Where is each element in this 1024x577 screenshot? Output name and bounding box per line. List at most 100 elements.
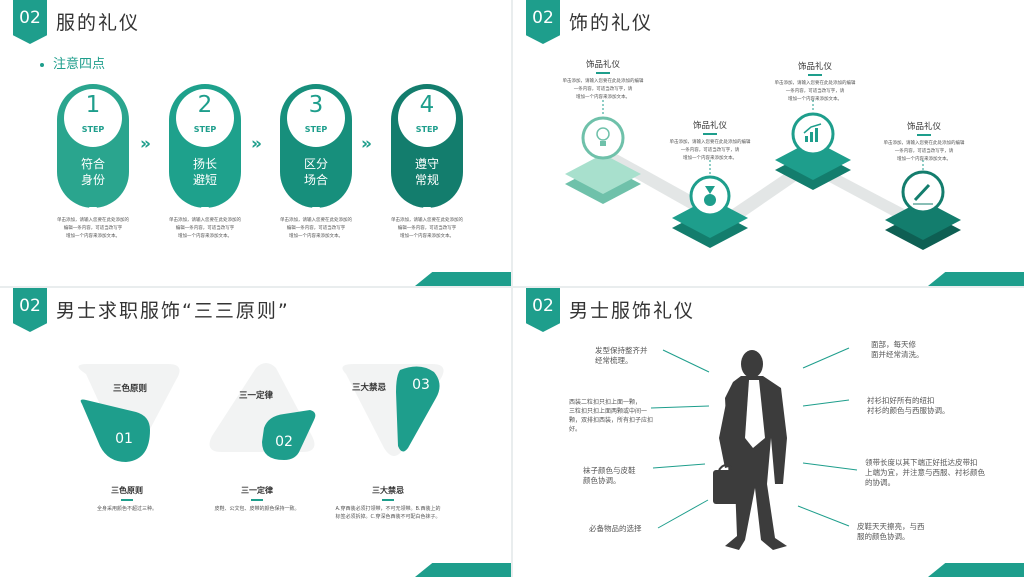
step-text: 符合身份	[80, 157, 105, 187]
arrow-down-icon	[312, 207, 320, 215]
body-silhouette	[725, 376, 787, 550]
card-title: 饰品礼仪	[797, 62, 832, 72]
triangle-caption: 三色原则	[112, 384, 147, 394]
platform-top	[885, 200, 961, 240]
step-card-4: 4 STEP 遵守常规	[391, 84, 463, 215]
accessory-card-4: 饰品礼仪 单击添加，请输入您要在此处添加的编辑一条内容，可适当改写字，请增加一个…	[882, 120, 966, 164]
triangle-shape	[78, 364, 180, 456]
rule-block-3: 三大禁忌 A.穿西装必须打领带，不可无领带。B.西装上的 标签必须拆掉。C.穿深…	[326, 485, 450, 521]
tip-socks: 袜子颜色与皮鞋颜色协调。	[583, 466, 636, 485]
rule-desc: 全身采用颜色不超过三种。	[96, 505, 157, 512]
tip-shirt: 衬衫扣好所有的纽扣衬衫的颜色与西服协调。	[867, 396, 950, 415]
subtitle-text: 注意四点	[53, 57, 106, 72]
triangle-number: 01	[115, 431, 133, 447]
card-title: 饰品礼仪	[906, 122, 941, 132]
subtitle: 注意四点	[40, 53, 105, 72]
arrow-down-icon	[89, 207, 97, 215]
chevron-right-icon: »	[140, 134, 151, 154]
rule-block-1: 三色原则 全身采用颜色不超过三种。	[72, 485, 182, 513]
pencil-icon	[913, 183, 931, 202]
step-description: 单击添加，请输入您要在此处添加的编辑一条内容，可适当改写字增加一个内容来添加文本…	[169, 218, 241, 239]
step-card-1: 1 STEP 符合身份	[57, 84, 129, 215]
step-description: 单击添加，请输入您要在此处添加的编辑一条内容，可适当改写字增加一个内容来添加文本…	[57, 218, 129, 239]
triangle-number: 02	[275, 434, 293, 450]
step-card-2: 2 STEP 扬长避短	[169, 84, 241, 215]
slide-mens-dress-etiquette[interactable]: 02 男士服饰礼仪 发型保持整齐并经常梳理。 西装二粒扣只扣上面一颗，三粒扣只扣…	[513, 288, 1024, 577]
tip-shoes: 皮鞋天天擦亮，与西服的颜色协调。	[857, 522, 925, 541]
platform-top	[775, 140, 851, 180]
step-text: 区分场合	[303, 157, 328, 187]
slide-title: 服的礼仪	[56, 12, 141, 34]
triangle-number: 03	[412, 377, 430, 393]
card-desc: 单击添加，请输入您要在此处添加的编辑一条内容，可适当改写字，请增加一个内容来添加…	[774, 80, 856, 102]
slide-accessory-etiquette[interactable]: 02 饰的礼仪	[513, 0, 1024, 286]
step-label: STEP	[193, 125, 217, 134]
arm	[719, 398, 735, 468]
chevron-right-icon: »	[251, 134, 262, 154]
shirt	[745, 380, 765, 448]
card-desc: 单击添加，请输入您要在此处添加的编辑一条内容，可适当改写字，请增加一个内容来添加…	[562, 78, 644, 100]
slide-title: 饰的礼仪	[569, 12, 654, 34]
accessory-card-2: 饰品礼仪 单击添加，请输入您要在此处添加的编辑一条内容，可适当改写字，请增加一个…	[668, 119, 752, 163]
corner-accent	[928, 272, 1024, 286]
accessory-card-1: 饰品礼仪 单击添加，请输入您要在此处添加的编辑一条内容，可适当改写字，请增加一个…	[561, 58, 645, 102]
briefcase-icon	[713, 470, 739, 504]
corner-accent	[928, 563, 1024, 577]
teardrop-01	[80, 399, 150, 462]
arrow-down-icon	[423, 207, 431, 215]
rule-heading: 三色原则	[111, 486, 143, 495]
isometric-path-diagram	[565, 100, 961, 250]
rounded-triangles	[78, 363, 444, 462]
triangle-caption: 三大禁忌	[351, 383, 386, 393]
step-label: STEP	[415, 125, 439, 134]
platform-top	[565, 154, 641, 194]
step-circle	[176, 89, 234, 147]
teardrop-02	[262, 410, 316, 460]
step-number: 4	[419, 92, 435, 118]
section-badge: 02	[526, 0, 560, 44]
step-number: 3	[308, 92, 324, 118]
chart-icon	[805, 136, 808, 142]
rule-block-2: 三一定律 皮鞋、公文包、皮带的颜色保持一致。	[202, 485, 312, 513]
step-circle	[64, 89, 122, 147]
rule-desc: 皮鞋、公文包、皮带的颜色保持一致。	[214, 505, 300, 512]
chevron-right-icon: »	[361, 134, 372, 154]
card-desc: 单击添加，请输入您要在此处添加的编辑一条内容，可适当改写字，请增加一个内容来添加…	[883, 140, 965, 162]
slide-title: 男士求职服饰“三三原则”	[56, 300, 290, 322]
step-description: 单击添加，请输入您要在此处添加的编辑一条内容，可适当改写字增加一个内容来添加文本…	[280, 218, 352, 239]
step-text: 扬长避短	[192, 157, 217, 187]
step-label: STEP	[81, 125, 105, 134]
tip-hair: 发型保持整齐并经常梳理。	[595, 346, 648, 365]
card-title: 饰品礼仪	[585, 60, 620, 70]
lightbulb-icon	[596, 127, 610, 141]
triangle-caption: 三一定律	[238, 391, 273, 401]
step-description: 单击添加，请输入您要在此处添加的编辑一条内容，可适当改写字增加一个内容来添加文本…	[391, 218, 463, 239]
tip-suit-buttons: 西装二粒扣只扣上面一颗，三粒扣只扣上面两颗或中间一颗，双排扣西装，所有扣子应扣好…	[569, 399, 654, 433]
teardrop-03	[396, 366, 440, 452]
rule-desc: 标签必须拆掉。C.穿深色西装不可配白色袜子。	[335, 513, 441, 520]
corner-accent	[415, 272, 511, 286]
arrow-down-icon	[201, 207, 209, 215]
tip-face: 面部，每天修面并经常清洗。	[871, 340, 924, 359]
head	[741, 350, 763, 378]
step-label: STEP	[304, 125, 328, 134]
slide-title: 男士服饰礼仪	[569, 300, 696, 322]
step-circle	[398, 89, 456, 147]
step-number: 2	[197, 92, 213, 118]
rule-desc: A.穿西装必须打领带，不可无领带。B.西装上的	[335, 505, 441, 512]
card-title: 饰品礼仪	[692, 121, 727, 131]
medal-icon	[704, 194, 716, 206]
section-badge: 02	[526, 288, 560, 332]
accessory-card-3: 饰品礼仪 单击添加，请输入您要在此处添加的编辑一条内容，可适当改写字，请增加一个…	[773, 60, 857, 104]
slide-three-three-rules[interactable]: 02 男士求职服饰“三三原则” 三色原则 01 三一定律 02 三大禁忌 03 …	[0, 288, 511, 577]
card-desc: 单击添加，请输入您要在此处添加的编辑一条内容，可适当改写字，请增加一个内容来添加…	[669, 139, 751, 161]
step-card-3: 3 STEP 区分场合	[280, 84, 352, 215]
step-number: 1	[85, 92, 101, 118]
rule-heading: 三一定律	[241, 486, 273, 495]
tip-essentials: 必备物品的选择	[589, 524, 642, 533]
section-badge: 02	[13, 288, 47, 332]
lightbulb-icon-circle	[581, 116, 625, 160]
step-text: 遵守常规	[414, 157, 439, 187]
slide-clothing-etiquette[interactable]: 02 服的礼仪 注意四点 1 STEP 符合身份 » 2 STEP 扬长避短 »…	[0, 0, 511, 286]
businessman-figure	[650, 347, 858, 550]
